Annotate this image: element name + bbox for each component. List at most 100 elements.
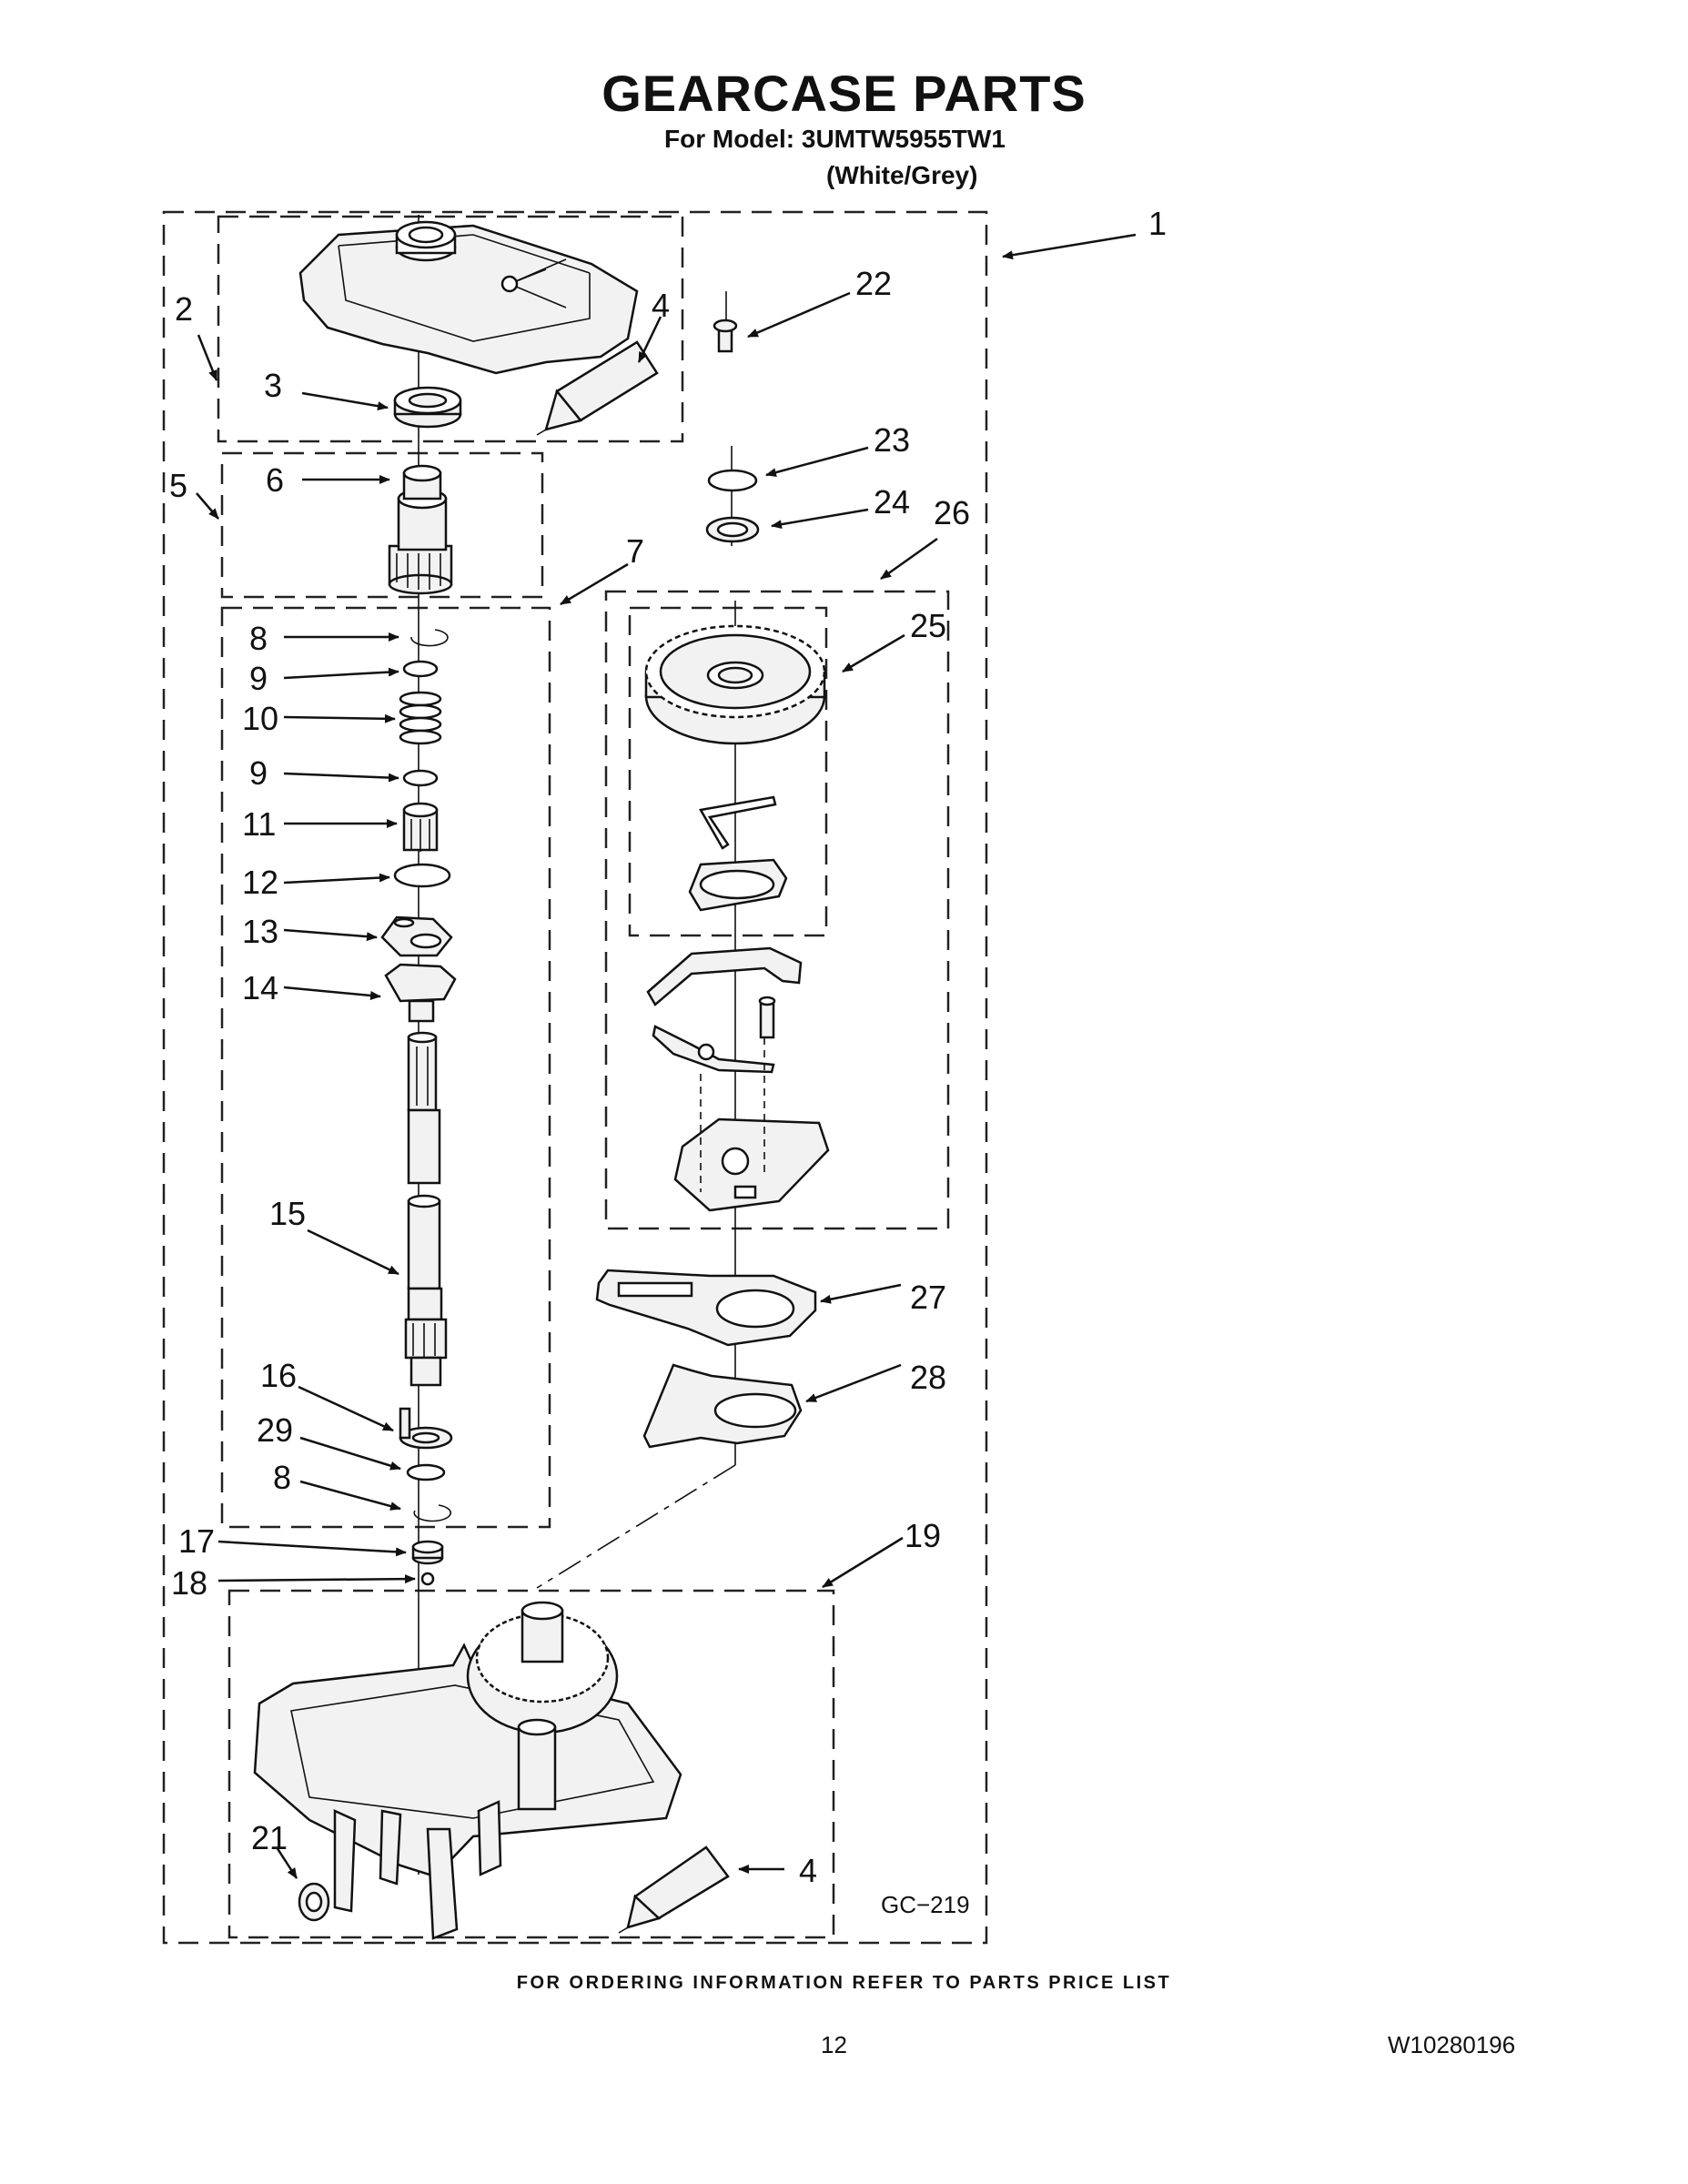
leader-21 xyxy=(275,1846,298,1879)
shift-fork xyxy=(642,1363,803,1449)
callout-9-lower: 9 xyxy=(249,754,268,792)
grease-tube-upper xyxy=(536,340,659,436)
screw xyxy=(713,318,738,353)
leader-26 xyxy=(880,537,938,581)
document-number: W10280196 xyxy=(1388,2031,1516,2058)
assembly-box-25 xyxy=(628,606,828,937)
callout-19: 19 xyxy=(905,1517,941,1554)
callout-16: 16 xyxy=(260,1357,297,1394)
color-line: (White/Grey) xyxy=(826,161,978,189)
callout-15: 15 xyxy=(269,1195,306,1232)
callout-8-upper: 8 xyxy=(249,620,268,657)
callout-13: 13 xyxy=(242,913,278,950)
leader-9a xyxy=(283,667,399,680)
callout-1: 1 xyxy=(1148,205,1167,242)
leader-1 xyxy=(1002,233,1137,260)
retaining-ring-upper xyxy=(410,629,449,647)
model-line: For Model: 3UMTW5955TW1 xyxy=(664,125,1006,153)
callout-10: 10 xyxy=(242,700,278,737)
washer-29 xyxy=(406,1463,446,1481)
leader-7 xyxy=(560,562,629,606)
leader-9b xyxy=(283,772,399,783)
leader-23 xyxy=(765,446,869,477)
leader-3 xyxy=(301,391,389,411)
shift-lever-assembly xyxy=(646,946,830,1212)
leader-24 xyxy=(771,508,869,530)
callout-3: 3 xyxy=(264,367,282,404)
shift-spring xyxy=(699,795,777,850)
callout-27: 27 xyxy=(910,1279,946,1316)
leader-2 xyxy=(197,334,218,381)
assembly-box-26 xyxy=(604,590,950,1230)
clutch-yoke xyxy=(380,915,453,957)
callout-22: 22 xyxy=(855,265,892,302)
assembly-box-2 xyxy=(217,215,684,443)
callout-12: 12 xyxy=(242,864,278,901)
drive-block xyxy=(384,963,457,1023)
leader-12 xyxy=(283,873,390,885)
callout-18: 18 xyxy=(171,1564,207,1602)
leader-29 xyxy=(299,1436,401,1471)
callout-5: 5 xyxy=(169,467,187,504)
leader-18 xyxy=(217,1574,416,1584)
clutch-gear xyxy=(402,802,439,852)
leader-10 xyxy=(283,713,396,723)
callout-8-lower: 8 xyxy=(273,1459,291,1496)
axis-connector xyxy=(536,1464,736,1589)
washer-upper xyxy=(402,660,439,678)
diagram-code: GC−219 xyxy=(881,1891,970,1918)
assembly-box-1 xyxy=(162,210,988,1945)
callout-4-lower: 4 xyxy=(799,1852,817,1889)
leader-22 xyxy=(747,291,851,339)
page-number: 12 xyxy=(821,2031,847,2058)
assembly-box-7 xyxy=(220,606,551,1529)
leader-28 xyxy=(805,1363,902,1403)
callout-29: 29 xyxy=(257,1411,293,1449)
leader-5 xyxy=(196,492,219,520)
leader-15 xyxy=(307,1228,399,1276)
callout-26: 26 xyxy=(934,494,970,531)
thrust-bearing xyxy=(399,1407,453,1450)
callout-9-upper: 9 xyxy=(249,660,268,697)
leader-19 xyxy=(822,1536,904,1589)
grease-tube-lower xyxy=(618,1845,730,1934)
ordering-note: FOR ORDERING INFORMATION REFER TO PARTS … xyxy=(516,1973,1172,1993)
callout-21: 21 xyxy=(251,1819,288,1856)
washer-lower xyxy=(402,769,439,787)
callout-4-upper: 4 xyxy=(652,287,670,324)
gearcase-housing xyxy=(253,1601,682,1940)
callout-2: 2 xyxy=(175,290,193,328)
leader-14 xyxy=(283,986,381,1000)
housing-seal xyxy=(298,1882,330,1922)
callout-28: 28 xyxy=(910,1359,946,1396)
retaining-ring xyxy=(707,469,758,492)
assembly-box-19 xyxy=(227,1589,835,1939)
callout-7: 7 xyxy=(626,532,644,570)
callout-23: 23 xyxy=(874,421,910,459)
leader-25 xyxy=(842,633,905,673)
callout-24: 24 xyxy=(874,483,910,521)
leader-13 xyxy=(283,928,378,942)
shift-cam xyxy=(595,1269,817,1347)
callout-6: 6 xyxy=(266,461,284,499)
leader-17 xyxy=(217,1540,407,1557)
bearing-cup xyxy=(411,1540,444,1565)
retaining-ring-lower xyxy=(413,1504,451,1522)
pinion-gear xyxy=(388,464,453,595)
leader-8b xyxy=(299,1480,401,1511)
leader-4a xyxy=(637,316,662,363)
assembly-box-5 xyxy=(220,451,544,599)
page-title: GEARCASE PARTS xyxy=(601,65,1087,122)
drive-gear xyxy=(644,624,826,745)
agitator-shaft xyxy=(404,1031,448,1387)
thrust-washer xyxy=(705,516,760,543)
leader-16 xyxy=(298,1385,394,1432)
gear-collar xyxy=(688,858,788,912)
callout-11: 11 xyxy=(242,805,276,843)
leader-27 xyxy=(820,1283,902,1304)
gearcase-cover xyxy=(298,220,639,375)
callout-17: 17 xyxy=(178,1522,215,1560)
callout-25: 25 xyxy=(910,607,946,644)
spring xyxy=(399,691,442,745)
